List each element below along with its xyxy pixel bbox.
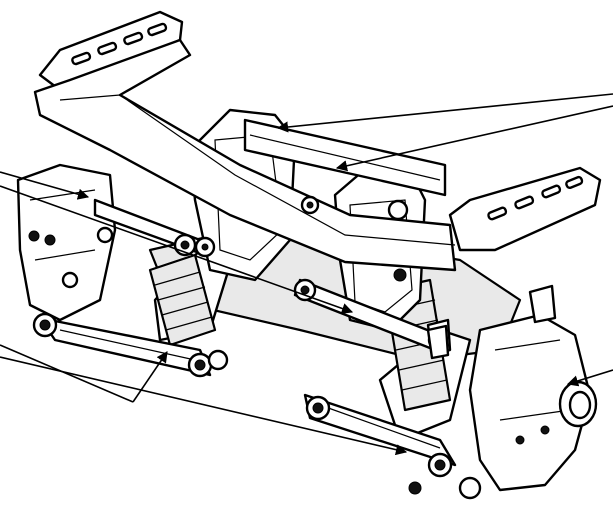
front-bumper-brace [33,10,602,272]
lower-link-right [303,393,482,500]
callout-left-lower [0,344,408,456]
right-hub-carrier [468,313,598,492]
callout-right-top [276,93,613,172]
fasteners [96,195,557,360]
callout-right-middle [566,369,613,387]
left-steering-knuckle [16,163,117,322]
left-shock [148,253,217,347]
callout-left-upper [0,171,354,314]
right-plate-slots [487,175,584,221]
left-plate-slots [71,22,168,66]
cross-bar [243,118,447,197]
